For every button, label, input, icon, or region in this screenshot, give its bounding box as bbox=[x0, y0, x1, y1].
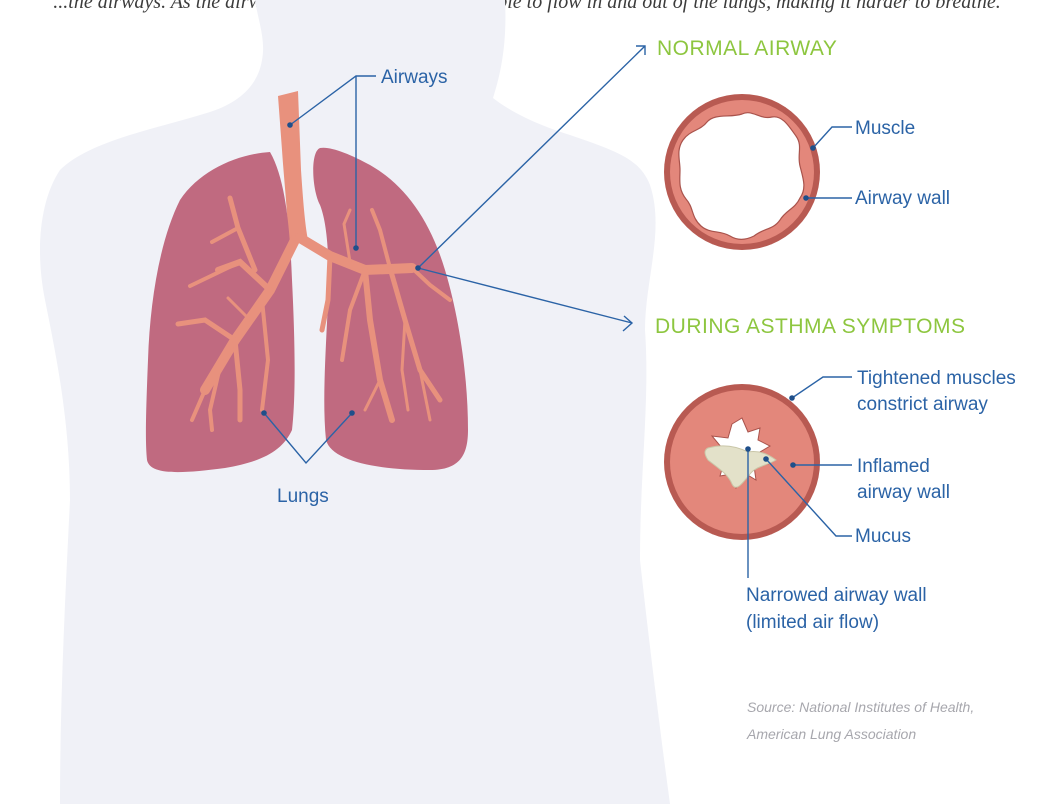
inflamed-wall-line-2: airway wall bbox=[857, 482, 950, 503]
narrowed-wall-line-2: (limited air flow) bbox=[746, 612, 879, 633]
tightened-muscles-label: Tightened muscles constrict airway bbox=[857, 368, 1021, 415]
source-line-2: American Lung Association bbox=[746, 726, 916, 742]
top-caption: ...the airways. As the airways get narro… bbox=[53, 0, 1000, 13]
tightened-muscles-line-2: constrict airway bbox=[857, 394, 988, 415]
narrowed-wall-label: Narrowed airway wall (limited air flow) bbox=[746, 585, 932, 633]
tightened-muscles-line-1: Tightened muscles bbox=[857, 368, 1016, 389]
inflamed-wall-label: Inflamed airway wall bbox=[857, 456, 950, 503]
mucus-label: Mucus bbox=[855, 526, 911, 547]
lungs-label: Lungs bbox=[277, 486, 329, 507]
narrowed-wall-line-1: Narrowed airway wall bbox=[746, 585, 927, 606]
inflamed-wall-line-1: Inflamed bbox=[857, 456, 930, 477]
asthma-heading: DURING ASTHMA SYMPTOMS bbox=[655, 315, 966, 338]
muscle-leader bbox=[810, 127, 852, 151]
airway-wall-label: Airway wall bbox=[855, 188, 950, 209]
airways-label: Airways bbox=[381, 67, 448, 88]
normal-airway-cross-section bbox=[664, 94, 820, 250]
asthma-airway-cross-section bbox=[664, 384, 820, 540]
source-line-1: Source: National Institutes of Health, bbox=[747, 699, 974, 715]
muscle-label: Muscle bbox=[855, 118, 915, 139]
source-note: Source: National Institutes of Health, A… bbox=[746, 699, 978, 742]
tightened-muscles-leader bbox=[789, 377, 852, 401]
normal-airway-heading: NORMAL AIRWAY bbox=[657, 37, 837, 60]
